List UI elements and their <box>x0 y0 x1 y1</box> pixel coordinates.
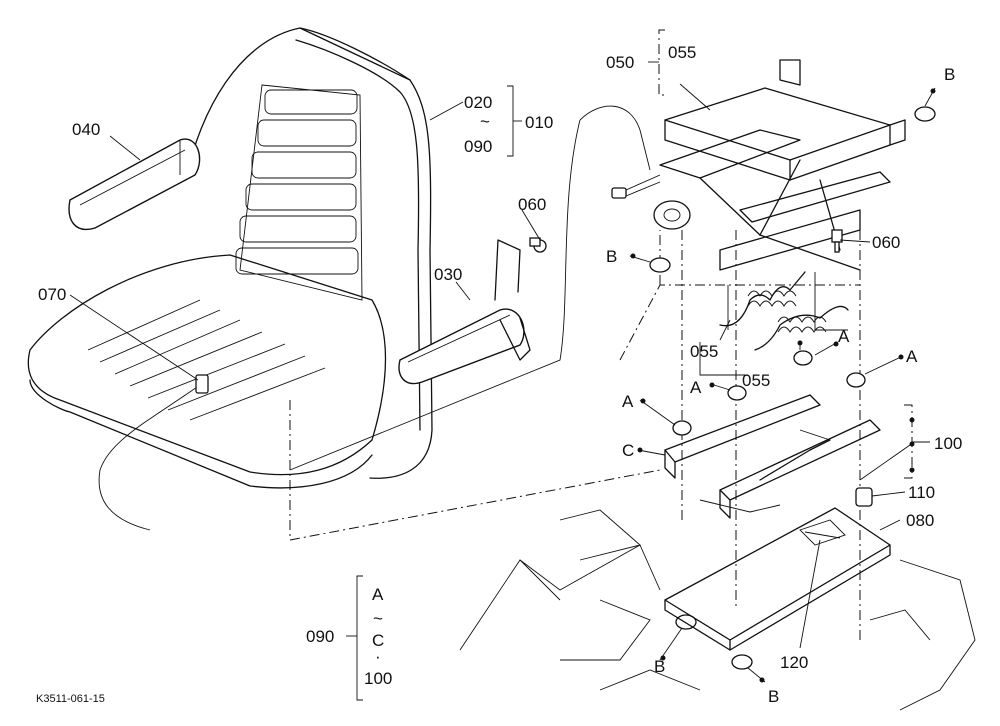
letter-c: C <box>622 441 634 460</box>
seat-ribs <box>87 299 326 421</box>
callout-080: 080 <box>906 511 934 530</box>
callout-040: 040 <box>72 120 100 139</box>
callout-brackets <box>346 29 930 701</box>
leader-dots <box>630 88 936 683</box>
callout-070: 070 <box>38 285 66 304</box>
letter-b-left: B <box>606 247 617 266</box>
armrest-left <box>68 138 201 231</box>
letter-b-bottom-right: B <box>768 687 779 706</box>
base-plate <box>664 507 891 651</box>
callout-060-top: 060 <box>518 195 546 214</box>
letter-a-right: A <box>906 347 918 366</box>
figure-reference: K3511-061-15 <box>36 693 105 705</box>
callout-110: 110 <box>908 483 935 502</box>
slide-rails <box>664 394 881 519</box>
callout-120: 120 <box>780 653 808 672</box>
letter-callouts: B B B B A A A A C <box>606 65 955 706</box>
callout-020: 020 <box>464 93 492 112</box>
range-sep: ~ <box>373 609 383 628</box>
suspension-springs <box>719 271 849 351</box>
range-note: A ~ C · 100 <box>364 585 392 688</box>
callout-100: 100 <box>934 434 962 453</box>
callout-010: 010 <box>525 113 553 132</box>
callout-030: 030 <box>434 265 462 284</box>
callout-tilde: ~ <box>480 112 490 131</box>
callout-055-top: 055 <box>668 43 696 62</box>
callout-055-mid: 055 <box>742 371 770 390</box>
assembly-guides <box>289 230 861 640</box>
callout-050: 050 <box>606 53 634 72</box>
range-from: A <box>372 585 384 604</box>
range-dot: · <box>375 647 381 666</box>
seat-cushion <box>27 27 651 531</box>
letter-b-top: B <box>944 65 955 84</box>
letter-a-mid: A <box>690 378 702 397</box>
seat-switch <box>195 374 209 394</box>
backrest-ribs <box>235 89 359 275</box>
callout-090-bottom: 090 <box>306 627 334 646</box>
callout-060-right: 060 <box>872 233 900 252</box>
range-last: 100 <box>364 669 392 688</box>
letter-a-left: A <box>622 392 634 411</box>
nuts <box>649 106 936 670</box>
callout-055-left: 055 <box>690 342 718 361</box>
letter-b-bottom-left: B <box>654 657 665 676</box>
range-to: C <box>372 631 384 650</box>
letter-a-top: A <box>838 327 850 346</box>
callout-090-top: 090 <box>464 137 492 156</box>
part-callouts: 040 020 ~ 090 010 060 030 070 050 055 06… <box>38 43 962 672</box>
armrest-right <box>398 237 547 385</box>
tractor-body <box>459 509 976 711</box>
seat-slide-frame <box>611 59 906 271</box>
